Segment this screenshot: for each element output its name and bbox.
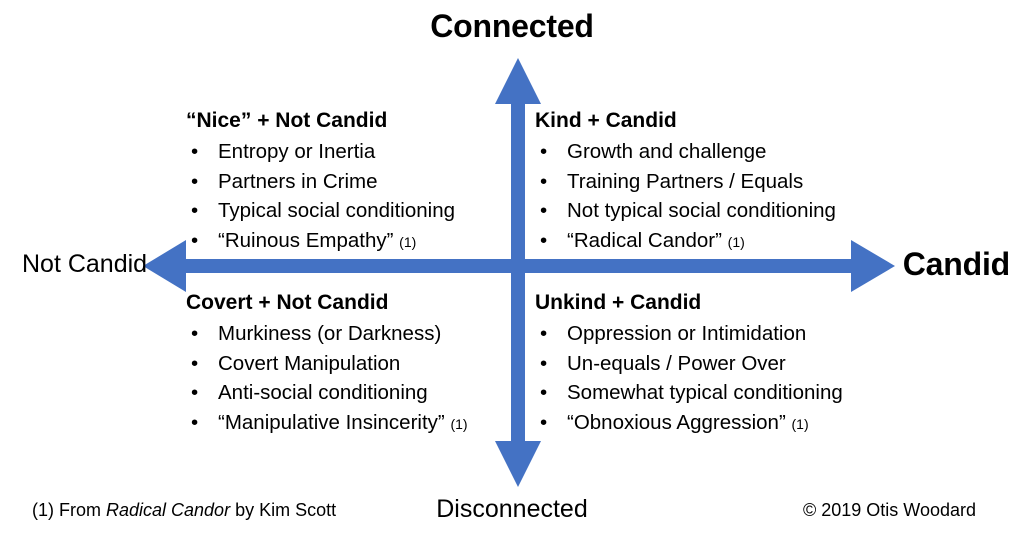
list-item-text: Entropy or Inertia: [218, 139, 376, 163]
bullet-icon: •: [540, 199, 548, 223]
bullet-icon: •: [540, 321, 548, 345]
bullet-icon: •: [191, 321, 199, 345]
list-item: • Un-equals / Power Over: [535, 349, 843, 379]
list-item-text: Murkiness (or Darkness): [218, 321, 442, 345]
quadrant-item-list: • Growth and challenge • Training Partne…: [535, 137, 836, 256]
bullet-icon: •: [540, 411, 548, 435]
list-item-ref: (1): [399, 234, 417, 251]
list-item-text: “Radical Candor”: [567, 229, 722, 253]
bullet-icon: •: [191, 351, 199, 375]
quadrant-item-list: • Oppression or Intimidation • Un-equals…: [535, 319, 843, 438]
footnote-book-title: Radical Candor: [106, 500, 231, 520]
list-item-text: Somewhat typical conditioning: [567, 381, 843, 405]
quadrant-nice-not-candid: “Nice” + Not Candid • Entropy or Inertia…: [186, 108, 455, 256]
list-item: • Partners in Crime: [186, 167, 455, 197]
bullet-icon: •: [191, 411, 199, 435]
list-item: • Not typical social conditioning: [535, 196, 836, 226]
quadrant-title: Covert + Not Candid: [186, 291, 389, 314]
footnote-source: (1) From Radical Candor by Kim Scott: [32, 500, 336, 521]
quadrant-title: Kind + Candid: [535, 109, 677, 132]
bullet-icon: •: [540, 139, 548, 163]
list-item-text: Oppression or Intimidation: [567, 321, 807, 345]
list-item-text: Typical social conditioning: [218, 199, 456, 223]
list-item-text: “Manipulative Insincerity”: [218, 411, 445, 435]
list-item: • Anti-social conditioning: [186, 378, 468, 408]
list-item-text: Covert Manipulation: [218, 351, 401, 375]
footnote-prefix: (1) From: [32, 500, 106, 520]
list-item: • Covert Manipulation: [186, 349, 468, 379]
bullet-icon: •: [540, 381, 548, 405]
copyright-notice: © 2019 Otis Woodard: [802, 500, 976, 520]
bullet-icon: •: [191, 139, 199, 163]
quadrant-covert-not-candid: Covert + Not Candid • Murkiness (or Dark…: [186, 290, 468, 438]
list-item: • “Radical Candor” (1): [535, 226, 836, 256]
bullet-icon: •: [540, 229, 548, 253]
list-item-text: “Ruinous Empathy”: [218, 229, 394, 253]
list-item-text: Anti-social conditioning: [218, 381, 428, 405]
list-item-text: Partners in Crime: [218, 169, 378, 193]
bullet-icon: •: [191, 381, 199, 405]
bullet-icon: •: [540, 169, 548, 193]
list-item: • “Ruinous Empathy” (1): [186, 226, 455, 256]
quadrant-title: Unkind + Candid: [535, 291, 702, 314]
list-item: • Growth and challenge: [535, 137, 836, 167]
list-item: • Somewhat typical conditioning: [535, 378, 843, 408]
bullet-icon: •: [191, 169, 199, 193]
quadrant-item-list: • Entropy or Inertia • Partners in Crime…: [186, 137, 455, 256]
quadrant-item-list: • Murkiness (or Darkness) • Covert Manip…: [186, 319, 468, 438]
bullet-icon: •: [191, 199, 199, 223]
list-item-text: Training Partners / Equals: [567, 169, 804, 193]
quadrant-kind-candid: Kind + Candid • Growth and challenge • T…: [535, 108, 836, 256]
quadrant-unkind-candid: Unkind + Candid • Oppression or Intimida…: [535, 290, 843, 438]
list-item-ref: (1): [727, 234, 745, 251]
list-item: • Training Partners / Equals: [535, 167, 836, 197]
footnote-suffix: by Kim Scott: [230, 500, 337, 520]
list-item: • Oppression or Intimidation: [535, 319, 843, 349]
list-item: • “Manipulative Insincerity” (1): [186, 408, 468, 438]
list-item-text: Not typical social conditioning: [567, 199, 836, 223]
list-item: • Entropy or Inertia: [186, 137, 455, 167]
quadrant-title: “Nice” + Not Candid: [186, 109, 388, 132]
axis-label-not-candid: Not Candid: [22, 250, 148, 278]
list-item-text: Growth and challenge: [567, 139, 767, 163]
list-item-text: “Obnoxious Aggression”: [567, 411, 786, 435]
list-item: • “Obnoxious Aggression” (1): [535, 408, 843, 438]
list-item-ref: (1): [791, 416, 809, 433]
axis-label-disconnected: Disconnected: [436, 495, 588, 523]
axis-label-connected: Connected: [430, 8, 594, 44]
axis-label-candid: Candid: [902, 246, 1010, 282]
list-item-ref: (1): [450, 416, 468, 433]
list-item: • Typical social conditioning: [186, 196, 455, 226]
list-item-text: Un-equals / Power Over: [567, 351, 786, 375]
list-item: • Murkiness (or Darkness): [186, 319, 468, 349]
bullet-icon: •: [540, 351, 548, 375]
bullet-icon: •: [191, 229, 199, 253]
